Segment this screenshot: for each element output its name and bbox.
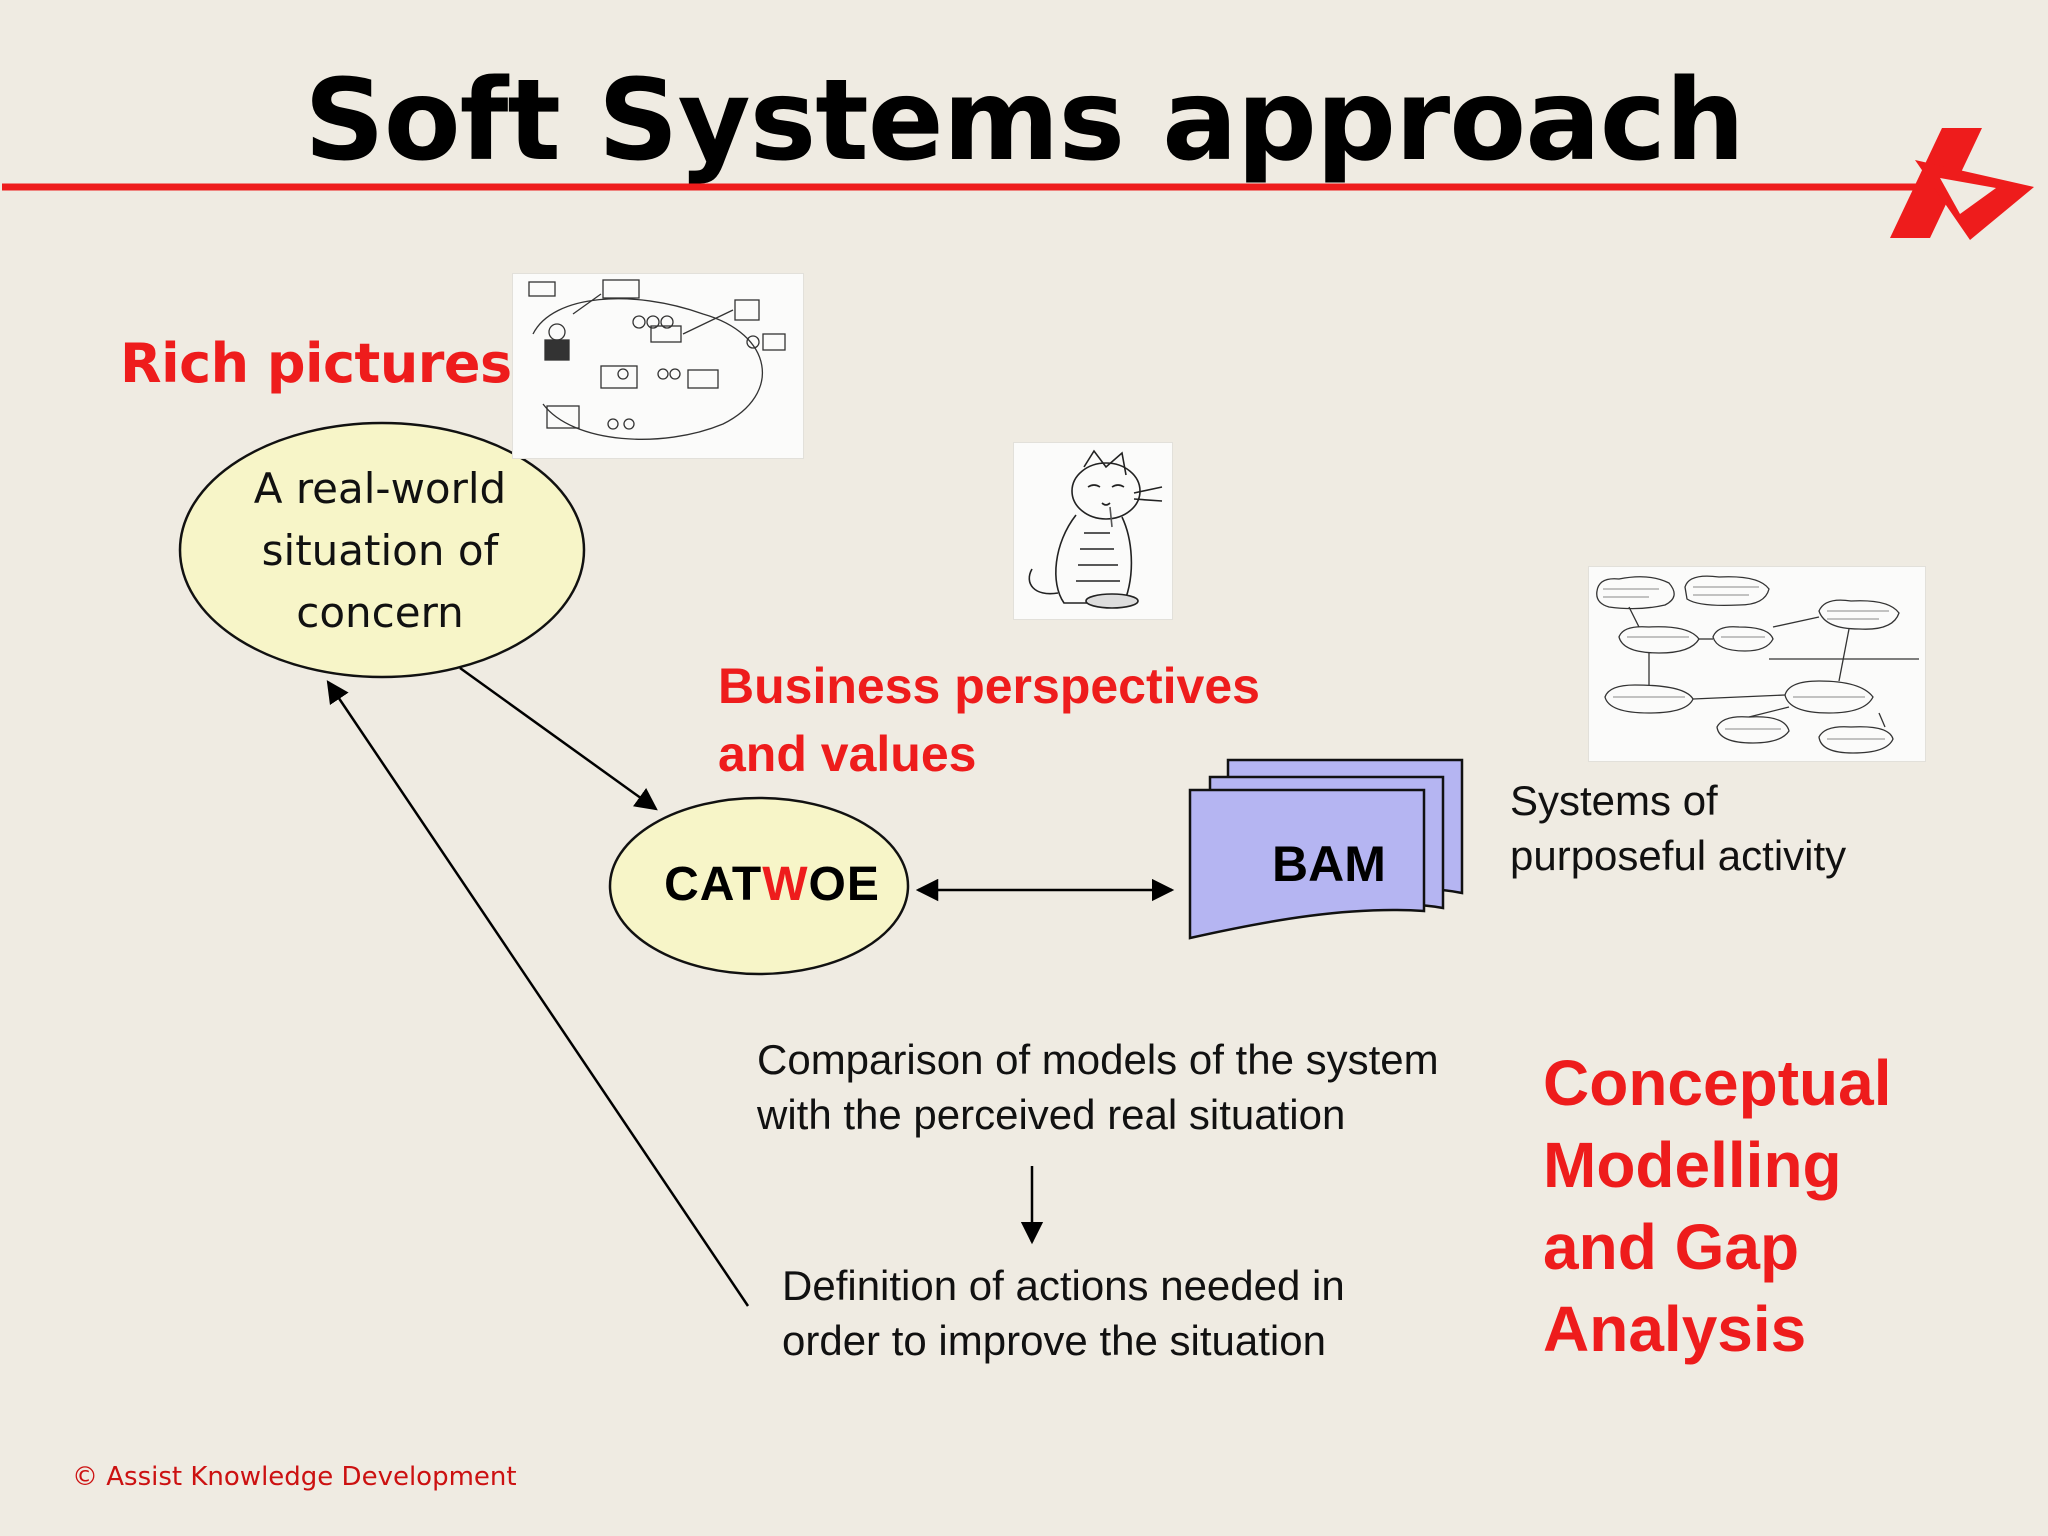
catwoe-part2: OE	[808, 858, 880, 911]
arrow-feedback-to-realworld	[326, 680, 750, 1307]
assist-logo	[1890, 128, 2034, 240]
rich-picture-thumbnail	[512, 273, 804, 459]
copyright-notice: © Assist Knowledge Development	[72, 1462, 517, 1492]
real-world-line1: A real-world	[253, 464, 507, 513]
slide-title: Soft Systems approach	[304, 56, 1745, 186]
catwoe-highlight: W	[762, 858, 809, 911]
rich-pictures-label: Rich pictures	[120, 332, 512, 395]
systems-text: Systems of purposeful activity	[1510, 773, 1846, 883]
real-world-line2: situation of	[261, 526, 499, 575]
business-perspectives-label: Business perspectives and values	[718, 652, 1260, 788]
definition-text: Definition of actions needed in order to…	[782, 1258, 1345, 1368]
conceptual-line3: and Gap	[1543, 1211, 1800, 1283]
catwoe-text: CATWOE	[612, 857, 932, 912]
comparison-text: Comparison of models of the system with …	[757, 1032, 1439, 1142]
cat-cartoon-thumbnail	[1013, 442, 1173, 620]
real-world-text: A real-world situation of concern	[200, 458, 560, 644]
conceptual-line4: Analysis	[1543, 1293, 1807, 1365]
real-world-ellipse	[178, 421, 586, 679]
bam-document-stack	[1188, 758, 1464, 940]
catwoe-ellipse	[608, 796, 910, 976]
conceptual-modelling-label: Conceptual Modelling and Gap Analysis	[1543, 1042, 1891, 1370]
real-world-line3: concern	[296, 588, 464, 637]
conceptual-line2: Modelling	[1543, 1129, 1842, 1201]
business-perspectives-line1: Business perspectives	[718, 658, 1260, 714]
bam-text: BAM	[1272, 836, 1386, 892]
business-perspectives-line2: and values	[718, 726, 977, 782]
conceptual-line1: Conceptual	[1543, 1047, 1892, 1119]
arrow-realworld-to-catwoe	[459, 666, 658, 811]
comparison-line2: with the perceived real situation	[757, 1091, 1346, 1138]
catwoe-part1: CAT	[664, 858, 763, 911]
ssm-cycle-thumbnail	[1588, 566, 1926, 762]
definition-line2: order to improve the situation	[782, 1317, 1326, 1364]
definition-line1: Definition of actions needed in	[782, 1262, 1345, 1309]
systems-line1: Systems of	[1510, 777, 1718, 824]
systems-line2: purposeful activity	[1510, 832, 1847, 879]
comparison-line1: Comparison of models of the system	[757, 1036, 1439, 1083]
